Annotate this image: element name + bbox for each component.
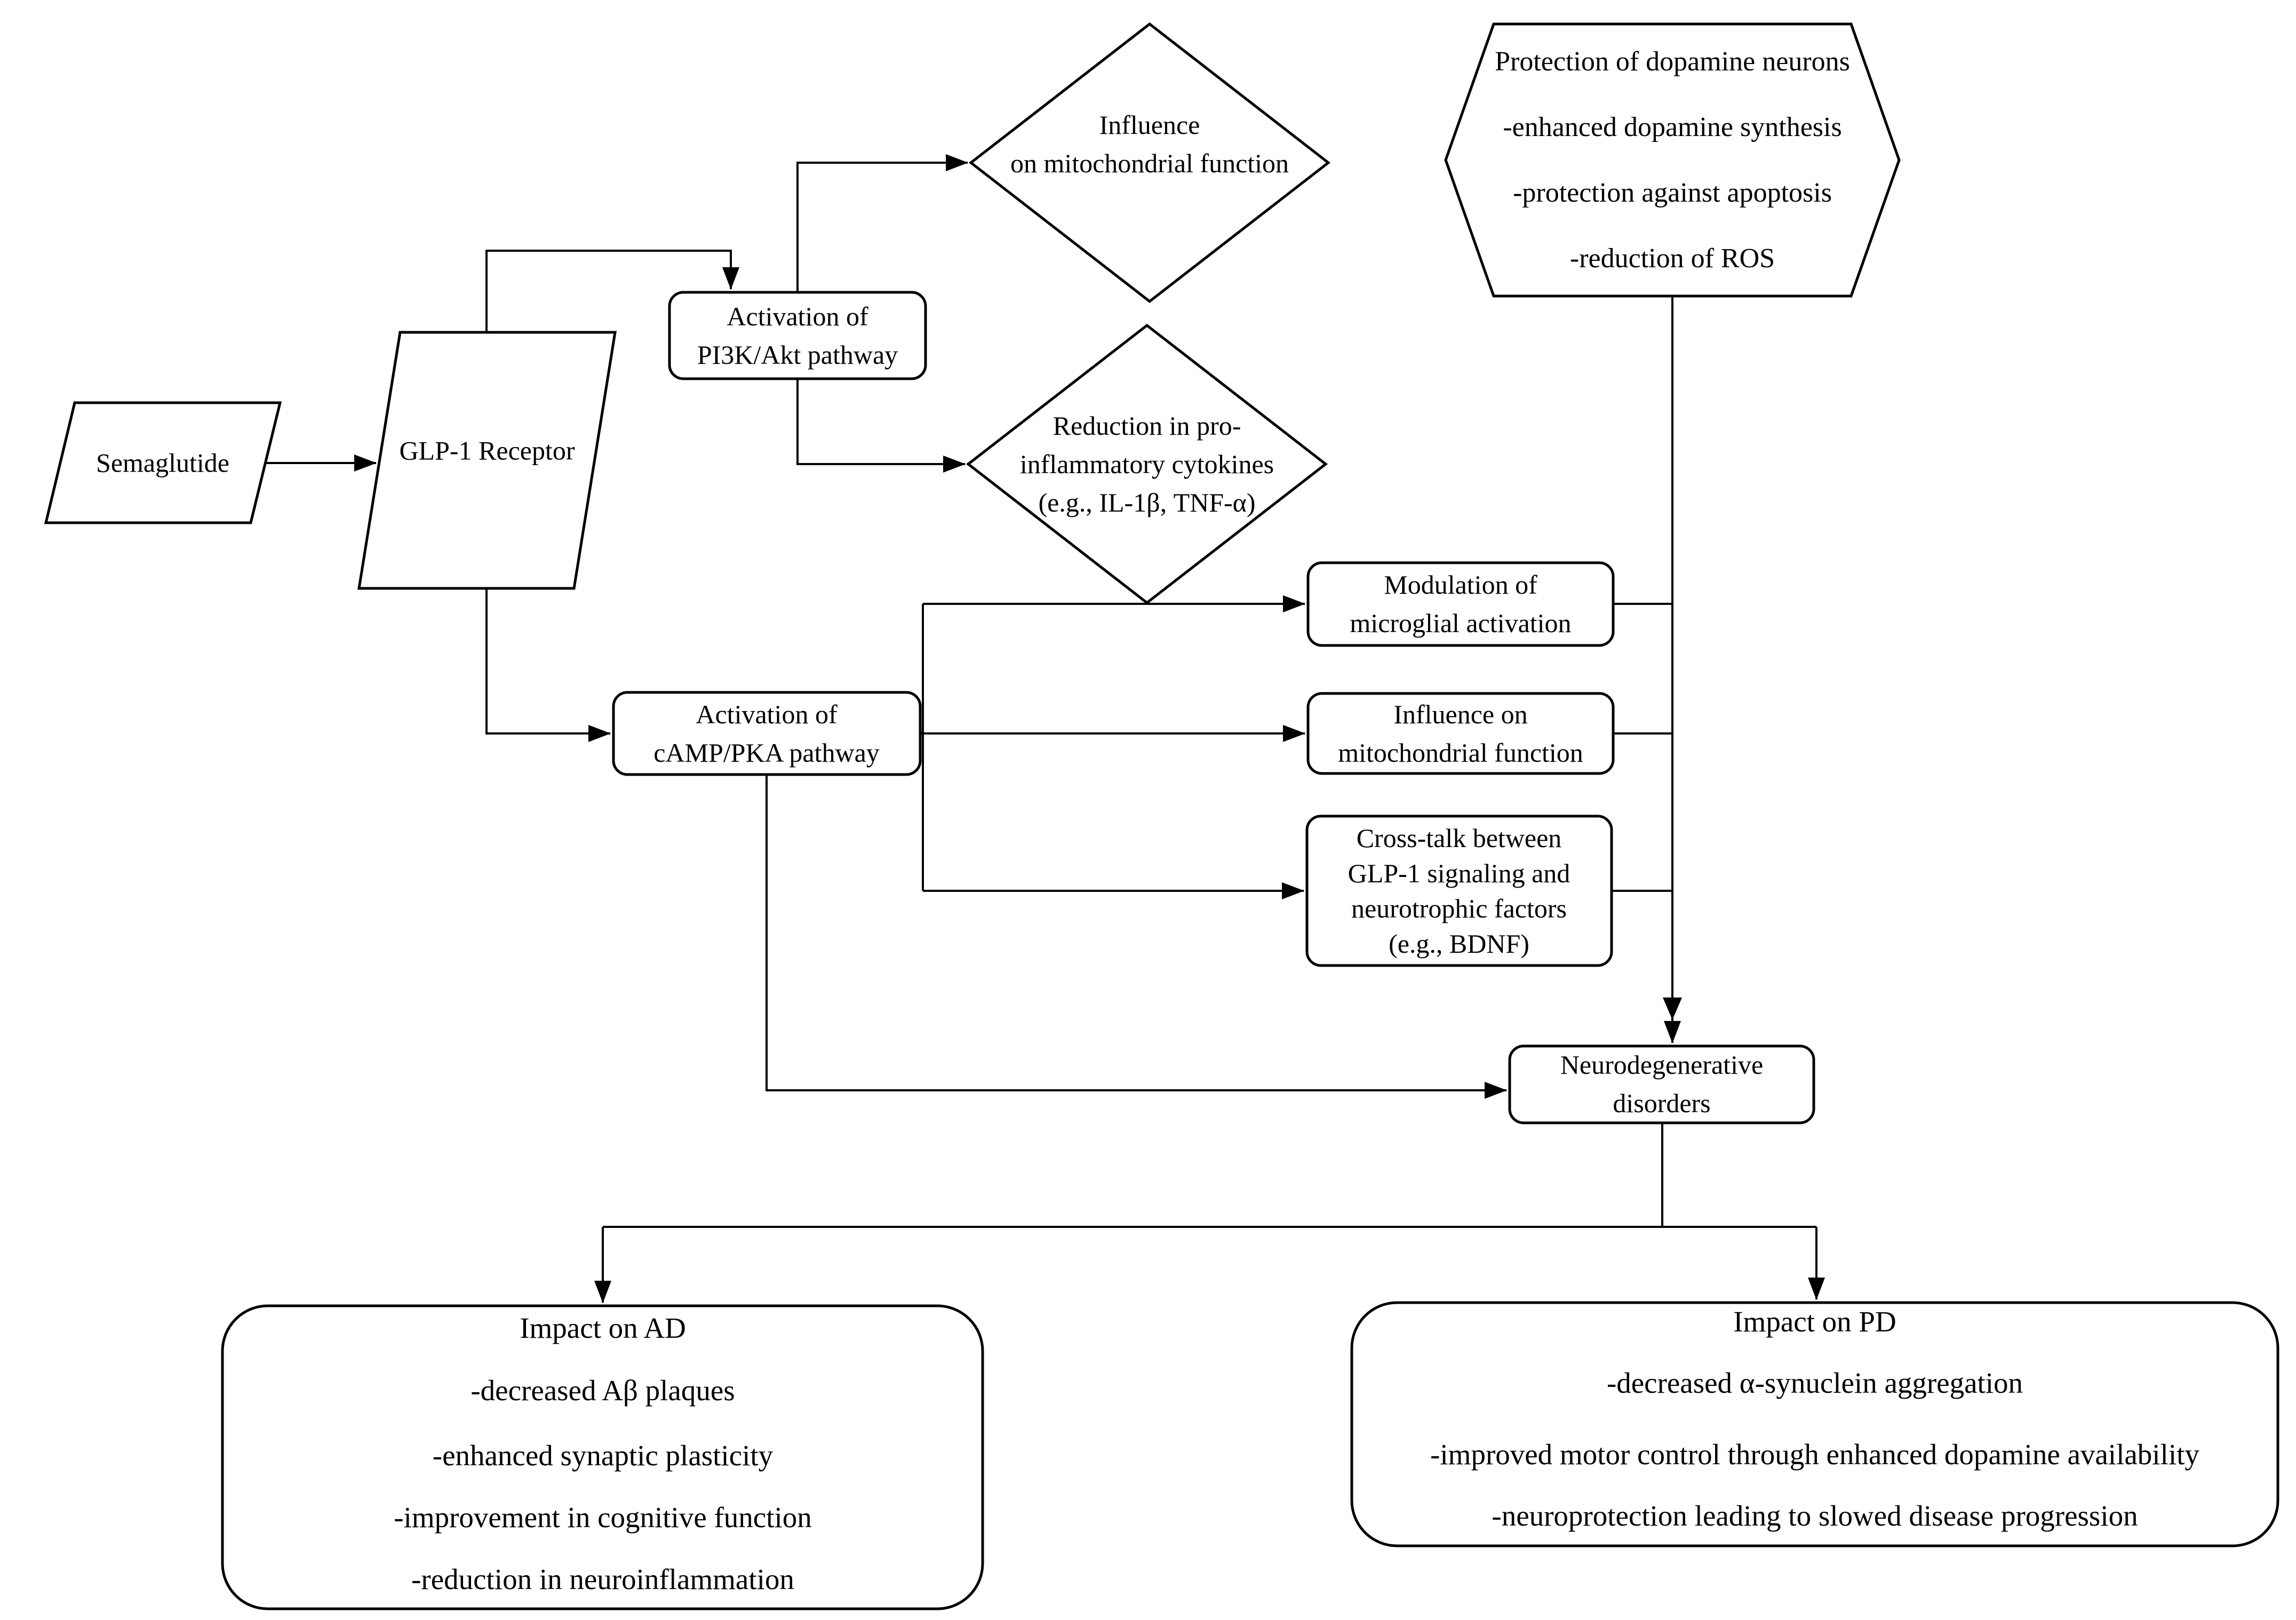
neurodegenerative-box [1508,1044,1815,1124]
impact-ad-item: -improvement in cognitive function [394,1501,812,1534]
mitochondrial-function-box [1306,692,1615,775]
impact-pd-title: Impact on PD [1733,1305,1896,1338]
edge-camp-to-neurodegenerative [766,775,1507,1099]
dopamine-hexagon-label: Protection of dopamine neurons -enhanced… [1495,46,1850,274]
glp1-receptor-label: GLP-1 Receptor [399,435,575,466]
cytokines-diamond [966,323,1328,605]
impact-pd-item: -decreased α-synuclein aggregation [1606,1366,2023,1399]
impact-ad-item: -enhanced synaptic plasticity [432,1439,774,1472]
impact-pd-box [1350,1301,2279,1547]
impact-ad-item: -reduction in neuroinflammation [411,1562,794,1595]
edge-pi3k-to-cytokines-diamond [796,379,966,473]
dopamine-hexagon [1444,22,1901,298]
edge-glp1-to-camp [485,588,611,742]
microglial-activation-label: Modulation of microglial activation [1350,570,1572,638]
mitochondrial-diamond [968,22,1331,304]
semaglutide-label: Semaglutide [96,448,229,478]
crosstalk-box [1305,815,1613,967]
camp-pathway-box [612,691,922,776]
camp-pathway-label: Activation of cAMP/PKA pathway [653,699,880,768]
microglial-activation-box [1306,561,1615,647]
edge-pi3k-to-mitochondrial-diamond [796,154,968,292]
impact-pd-item: -neuroprotection leading to slowed disea… [1492,1499,2138,1532]
extra-arrowhead-icon [1663,997,1682,1020]
mitochondrial-function-label: Influence on mitochondrial function [1338,699,1583,768]
glp1-receptor-parallelogram [357,331,617,590]
pi3k-pathway-label: Activation of PI3K/Akt pathway [697,301,898,370]
impact-ad-box [221,1304,984,1610]
semaglutide-parallelogram [44,401,282,524]
impact-ad-title: Impact on AD [520,1311,686,1344]
impact-ad-item: -decreased Aβ plaques [471,1374,735,1407]
neurodegenerative-label: Neurodegenerative disorders [1560,1050,1764,1118]
impact-pd-item: -improved motor control through enhanced… [1430,1438,2199,1471]
pi3k-pathway-box [668,291,927,380]
mitochondrial-diamond-label: Influence on mitochondrial function [1010,110,1289,178]
crosstalk-label: Cross-talk between GLP-1 signaling and n… [1348,823,1570,959]
edge-glp1-to-pi3k [485,250,739,332]
cytokines-diamond-label: Reduction in pro- inflammatory cytokines… [1019,411,1274,517]
